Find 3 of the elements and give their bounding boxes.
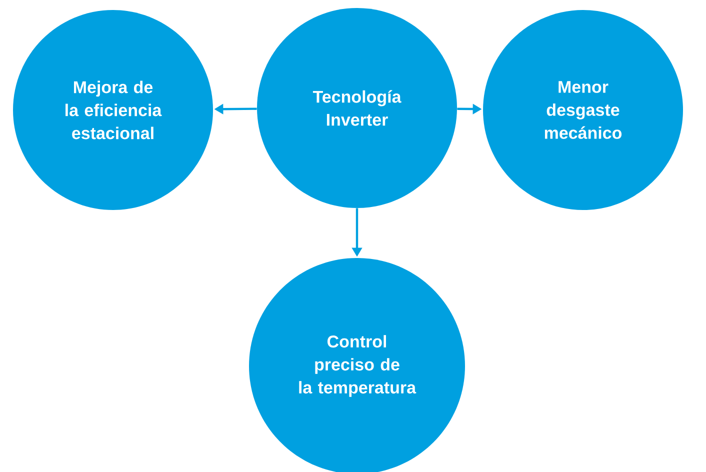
circle-node: Menor desgaste mecánico <box>483 10 683 210</box>
circle-node: Tecnología Inverter <box>257 8 457 208</box>
circle-node: Mejora de la eficiencia estacional <box>13 10 213 210</box>
